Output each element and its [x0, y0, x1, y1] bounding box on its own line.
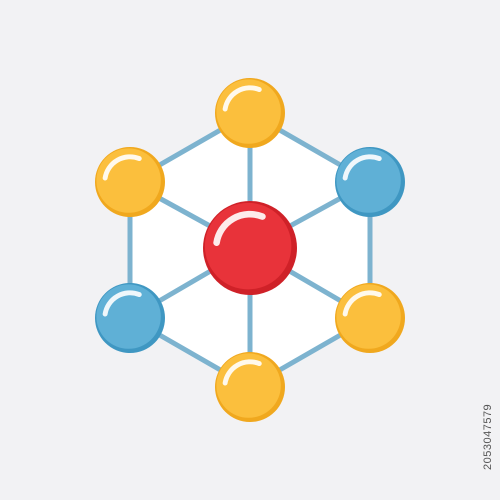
- node-highlight: [222, 85, 262, 112]
- node-highlight: [342, 290, 382, 317]
- bottom-node: [215, 352, 285, 422]
- upper-left-node: [95, 147, 165, 217]
- lower-left-node: [95, 283, 165, 353]
- node-highlight: [342, 154, 382, 181]
- node-circles: [95, 78, 405, 422]
- center-node: [203, 201, 297, 295]
- upper-right-node: [335, 147, 405, 217]
- lower-right-node: [335, 283, 405, 353]
- node-highlight: [213, 210, 266, 246]
- node-highlight: [102, 290, 142, 317]
- node-highlight: [222, 359, 262, 386]
- side-id-text: 2053047579: [482, 403, 494, 470]
- top-node: [215, 78, 285, 148]
- node-highlight: [102, 154, 142, 181]
